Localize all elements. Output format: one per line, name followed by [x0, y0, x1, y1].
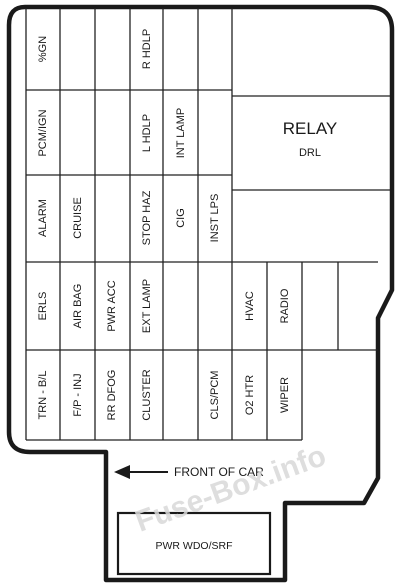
grid-lines — [25, 8, 390, 441]
fuse-label-row5-0: TRN - B/L — [37, 371, 49, 420]
fuse-label-row5-6: WIPER — [279, 377, 291, 413]
front-of-car-label: FRONT OF CAR — [174, 465, 264, 479]
fuse-label-row3-1: CRUISE — [72, 197, 84, 239]
relay-title: RELAY — [283, 119, 338, 138]
fuse-label-row2-0: PCM/IGN — [37, 109, 49, 156]
fuse-label-row5-1: F/P - INJ — [72, 373, 84, 416]
fuse-label-row4-4: HVAC — [244, 291, 256, 321]
fuse-label-row3-0: ALARM — [37, 199, 49, 237]
fuse-label-row3-3: CIG — [175, 208, 187, 228]
fuse-label-row3-2: STOP HAZ — [141, 190, 153, 245]
relay-subtitle: DRL — [299, 147, 321, 159]
fuse-label-row1-0: %GN — [37, 36, 49, 62]
bottom-box-label: PWR WDO/SRF — [156, 540, 233, 552]
fuse-label-row4-2: PWR ACC — [106, 280, 118, 331]
fuse-label-row2-1: L HDLP — [141, 114, 153, 152]
watermark: Fuse-Box.info — [131, 439, 330, 538]
fuse-label-row4-5: RADIO — [279, 288, 291, 323]
fuse-label-row4-3: EXT LAMP — [141, 279, 153, 333]
fuse-label-row5-5: O2 HTR — [244, 375, 256, 415]
fuse-box-outline — [6, 4, 395, 583]
fuse-label-row2-2: INT LAMP — [175, 108, 187, 159]
fuse-label-row5-4: CLS/PCM — [209, 371, 221, 420]
front-arrow — [114, 465, 168, 479]
fuse-label-row1-1: R HDLP — [141, 29, 153, 69]
fuse-label-row4-1: AIR BAG — [72, 284, 84, 329]
fuse-label-row4-0: ERLS — [37, 292, 49, 321]
bottom-fuse-box — [116, 511, 272, 576]
fuse-label-row5-2: RR DFOG — [106, 370, 118, 421]
fuse-label-row3-4: INST LPS — [209, 194, 221, 243]
fuse-label-row5-3: CLUSTER — [141, 369, 153, 420]
